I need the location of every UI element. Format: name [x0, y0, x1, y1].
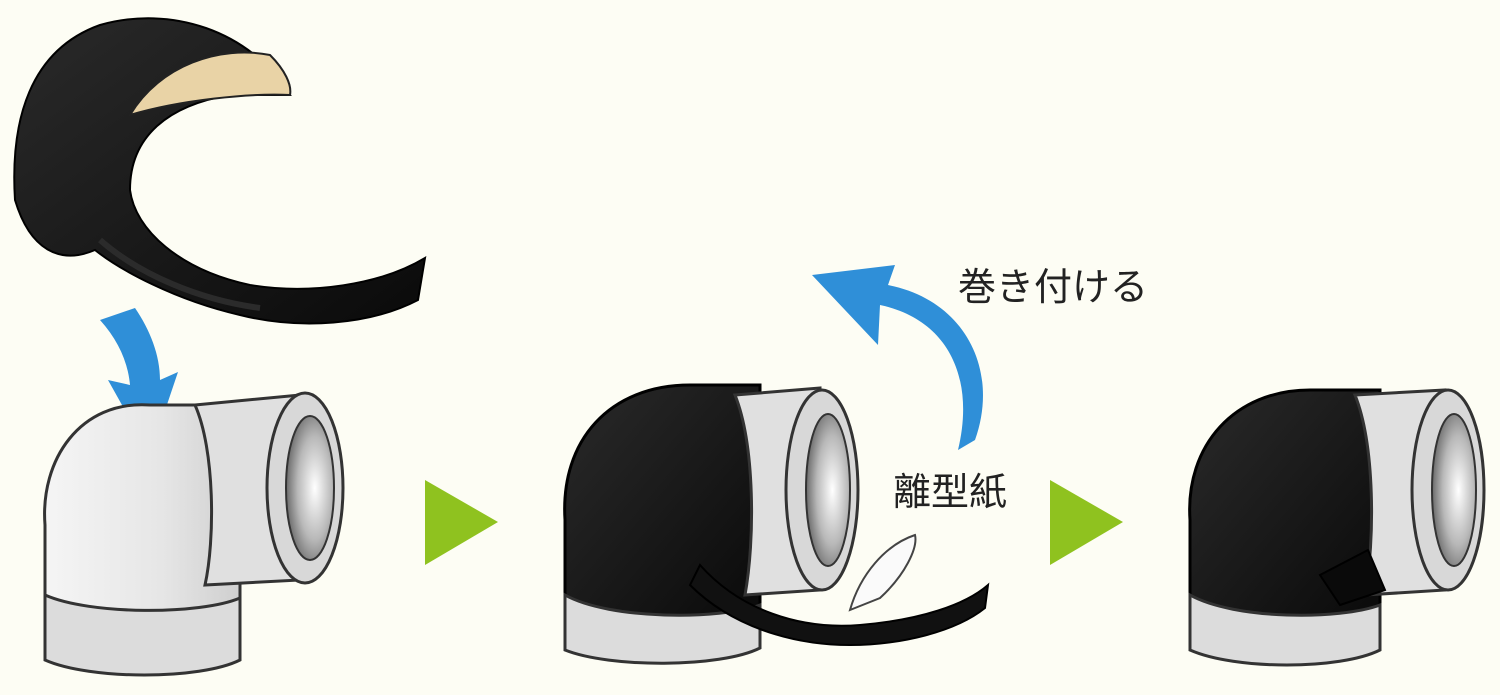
- release-paper-label: 離型紙: [893, 470, 1007, 514]
- pipe-bore: [285, 415, 335, 561]
- finished-covered-elbow: [1188, 388, 1486, 667]
- black-elbow-cover: [13, 17, 427, 325]
- release-paper: [848, 533, 917, 612]
- step-arrow-2-icon: [1050, 480, 1123, 565]
- white-elbow-pipe: [43, 391, 345, 677]
- step-arrow-1-icon: [425, 480, 498, 565]
- cover-tail: [688, 563, 990, 647]
- step-1: [13, 17, 427, 677]
- step-2: 巻き付ける 離型紙: [563, 265, 1148, 665]
- tan-inner-lining: [127, 51, 292, 117]
- wrap-arrow-icon: [812, 265, 983, 450]
- step-3: [1188, 388, 1486, 667]
- elbow-with-cover: [563, 383, 860, 665]
- wrap-label: 巻き付ける: [958, 265, 1148, 309]
